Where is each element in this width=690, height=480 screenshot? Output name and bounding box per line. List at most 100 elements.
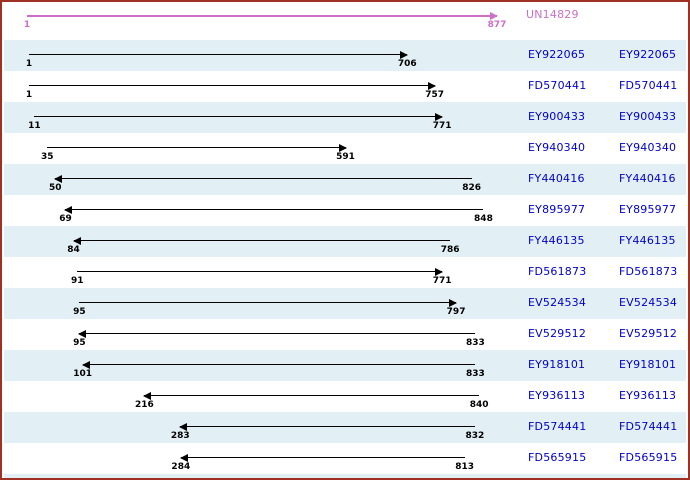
accession-link-secondary[interactable]: FY446135 xyxy=(619,234,676,247)
alignment-arrow xyxy=(47,143,347,152)
accession-link-secondary[interactable]: FD565915 xyxy=(619,451,678,464)
accession-link-secondary[interactable]: EV524534 xyxy=(619,296,678,309)
accession-link-primary[interactable]: FY446135 xyxy=(528,234,585,247)
alignment-start-coord: 95 xyxy=(73,338,86,348)
accession-link-primary[interactable]: EY895977 xyxy=(528,203,586,216)
alignment-start-coord: 1 xyxy=(25,90,33,100)
alignment-arrow xyxy=(179,453,465,462)
alignment-row[interactable]: 216 840 EY936113 EY936113 xyxy=(4,381,686,412)
alignment-arrow xyxy=(77,267,444,276)
arrow-head-left-icon xyxy=(78,329,87,338)
accession-link-primary[interactable]: EY936113 xyxy=(528,389,586,402)
alignment-start-coord: 216 xyxy=(134,400,154,410)
alignment-end-coord: 706 xyxy=(397,59,417,69)
alignment-end-coord: 797 xyxy=(446,307,466,317)
alignment-arrow xyxy=(72,236,451,245)
alignment-start-coord: 84 xyxy=(67,245,80,255)
alignment-row[interactable]: 69 848 EY895977 EY895977 xyxy=(4,195,686,226)
alignment-row[interactable]: 283 832 FD574441 FD574441 xyxy=(4,412,686,443)
alignment-end-coord: 832 xyxy=(465,431,485,441)
accession-link-secondary[interactable]: EY895977 xyxy=(619,203,677,216)
accession-link-secondary[interactable]: EY936113 xyxy=(619,389,677,402)
alignment-arrow xyxy=(64,205,484,214)
arrow-head-right-icon xyxy=(435,267,444,276)
alignment-end-coord: 833 xyxy=(465,369,485,379)
accession-link-secondary[interactable]: EY900433 xyxy=(619,110,677,123)
alignment-start-coord: 1 xyxy=(25,59,33,69)
alignment-row[interactable]: 50 826 FY440416 FY440416 xyxy=(4,164,686,195)
alignment-end-coord: 840 xyxy=(469,400,489,410)
alignment-end-coord: 771 xyxy=(432,276,452,286)
alignment-row[interactable]: 35 591 EY940340 EY940340 xyxy=(4,133,686,164)
accession-link-secondary[interactable]: EY918101 xyxy=(619,358,677,371)
alignment-arrow xyxy=(143,391,480,400)
alignment-end-coord: 757 xyxy=(425,90,445,100)
accession-link-primary[interactable]: EY922065 xyxy=(528,48,586,61)
alignment-end-coord: 771 xyxy=(432,121,452,131)
accession-link-primary[interactable]: FD561873 xyxy=(528,265,587,278)
alignment-row[interactable]: 766877FD938724FD938724 xyxy=(4,474,686,478)
alignment-start-coord: 95 xyxy=(73,307,86,317)
alignment-arrow xyxy=(29,81,436,90)
arrow-head-left-icon xyxy=(81,360,90,369)
alignment-end-coord: 813 xyxy=(455,462,475,472)
alignment-start-coord: 50 xyxy=(49,183,62,193)
query-row: 1 877 UN14829 xyxy=(2,2,688,40)
query-name-label: UN14829 xyxy=(526,8,579,21)
alignment-row[interactable]: 95 833 EV529512 EV529512 xyxy=(4,319,686,350)
alignment-row[interactable]: 91 771 FD561873 FD561873 xyxy=(4,257,686,288)
query-start-coord: 1 xyxy=(23,20,31,30)
arrow-head-left-icon xyxy=(143,391,152,400)
arrow-head-left-icon xyxy=(64,205,73,214)
alignment-arrow xyxy=(29,50,409,59)
arrow-head-left-icon xyxy=(54,174,63,183)
arrow-head-right-icon xyxy=(449,298,458,307)
accession-link-primary[interactable]: FD565915 xyxy=(528,451,587,464)
accession-link-secondary[interactable]: FD574441 xyxy=(619,420,678,433)
accession-link-primary[interactable]: EV524534 xyxy=(528,296,587,309)
alignment-start-coord: 283 xyxy=(170,431,190,441)
alignment-start-coord: 69 xyxy=(59,214,72,224)
alignment-start-coord: 101 xyxy=(73,369,93,379)
alignment-end-coord: 591 xyxy=(336,152,355,162)
alignment-arrow xyxy=(81,360,476,369)
alignment-start-coord: 284 xyxy=(171,462,191,472)
alignment-row[interactable]: 11 771 EY900433 EY900433 xyxy=(4,102,686,133)
alignment-row[interactable]: 1 757 FD570441 FD570441 xyxy=(4,71,686,102)
accession-link-secondary[interactable]: EY922065 xyxy=(619,48,677,61)
accession-link-secondary[interactable]: FY440416 xyxy=(619,172,676,185)
accession-link-primary[interactable]: EV529512 xyxy=(528,327,587,340)
alignment-row[interactable]: 84 786 FY446135 FY446135 xyxy=(4,226,686,257)
accession-link-primary[interactable]: EY900433 xyxy=(528,110,586,123)
accession-link-primary[interactable]: FD574441 xyxy=(528,420,587,433)
alignment-start-coord: 91 xyxy=(71,276,84,286)
accession-link-secondary[interactable]: FD570441 xyxy=(619,79,678,92)
arrow-head-left-icon xyxy=(179,453,188,462)
accession-link-secondary[interactable]: EV529512 xyxy=(619,327,678,340)
accession-link-primary[interactable]: FY440416 xyxy=(528,172,585,185)
alignment-end-coord: 786 xyxy=(440,245,460,255)
accession-link-primary[interactable]: FD570441 xyxy=(528,79,587,92)
alignment-row[interactable]: 1 706 EY922065 EY922065 xyxy=(4,40,686,71)
alignment-start-coord: 35 xyxy=(40,152,54,162)
arrow-head-right-icon xyxy=(435,112,444,121)
accession-link-primary[interactable]: EY940340 xyxy=(528,141,586,154)
alignment-arrow xyxy=(78,329,476,338)
arrow-head-right-icon xyxy=(427,81,436,90)
alignment-end-coord: 848 xyxy=(474,214,493,224)
alignment-row[interactable]: 284 813 FD565915 FD565915 xyxy=(4,443,686,474)
accession-link-primary[interactable]: EY918101 xyxy=(528,358,586,371)
query-arrow xyxy=(27,12,498,20)
alignment-end-coord: 826 xyxy=(462,183,482,193)
arrow-head-right-icon xyxy=(490,12,498,20)
alignment-end-coord: 833 xyxy=(465,338,485,348)
alignment-row[interactable]: 101 833 EY918101 EY918101 xyxy=(4,350,686,381)
arrow-head-right-icon xyxy=(338,143,347,152)
query-end-coord: 877 xyxy=(487,20,507,30)
alignment-start-coord: 11 xyxy=(28,121,41,131)
alignment-row[interactable]: 95 797 EV524534 EV524534 xyxy=(4,288,686,319)
accession-link-secondary[interactable]: EY940340 xyxy=(619,141,677,154)
accession-link-secondary[interactable]: FD561873 xyxy=(619,265,678,278)
